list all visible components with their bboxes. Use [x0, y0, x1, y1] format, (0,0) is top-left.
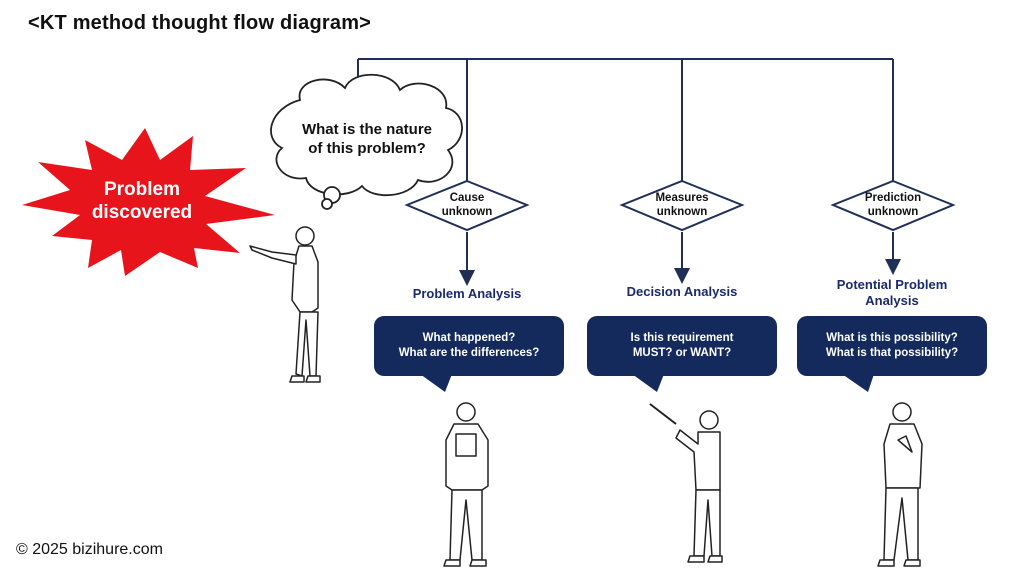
- diamond-measures: [619, 179, 745, 232]
- thought-line-2: of this problem?: [308, 140, 426, 157]
- problem-line-1: Problem: [103, 179, 181, 200]
- presenting-businessman-figure: [649, 403, 723, 563]
- page-title: <KT method thought flow diagram>: [28, 12, 372, 34]
- bubble-problem-line-2: What are the differences?: [398, 347, 540, 359]
- diamond-prediction-label: Prediction unknown: [838, 191, 948, 219]
- bubble-problem-analysis-text: What happened? What are the differences?: [381, 331, 557, 361]
- potential-problem-analysis-line-2: Analysis: [865, 293, 919, 308]
- decision-analysis-label: Decision Analysis: [587, 284, 777, 300]
- reading-businessman-figure: [443, 402, 489, 567]
- problem-discovered-label: Problem discovered: [72, 178, 212, 224]
- bubble-decision-analysis-text: Is this requirement MUST? or WANT?: [594, 331, 770, 361]
- thinking-businessman-figure: [877, 402, 923, 567]
- problem-burst: [22, 128, 275, 276]
- bubble-potential-problem-text: What is this possibility? What is that p…: [804, 331, 980, 361]
- diamond-cause-line-2: unknown: [441, 206, 493, 218]
- problem-analysis-label: Problem Analysis: [372, 286, 562, 302]
- diamond-cause-line-1: Cause: [449, 192, 485, 204]
- thought-cloud-text: What is the nature of this problem?: [282, 120, 452, 158]
- problem-analysis-line-1: Problem Analysis: [412, 286, 522, 301]
- diamond-prediction-line-1: Prediction: [864, 192, 922, 204]
- diamond-prediction-line-2: unknown: [867, 206, 919, 218]
- diamond-measures-line-1: Measures: [655, 192, 709, 204]
- potential-problem-analysis-line-1: Potential Problem: [836, 277, 948, 292]
- diamond-measures-line-2: unknown: [656, 206, 708, 218]
- bubble-decision-line-1: Is this requirement: [630, 332, 734, 344]
- diamond-measures-label: Measures unknown: [627, 191, 737, 219]
- thought-line-1: What is the nature: [301, 121, 432, 138]
- bubble-potential-line-2: What is that possibility?: [825, 347, 959, 359]
- problem-line-2: discovered: [91, 202, 193, 223]
- decision-analysis-line-1: Decision Analysis: [626, 284, 738, 299]
- bubble-problem-line-1: What happened?: [422, 332, 516, 344]
- decision-diamonds: [404, 179, 956, 232]
- thought-cloud: [270, 73, 463, 210]
- bubble-potential-line-1: What is this possibility?: [826, 332, 958, 344]
- diamond-prediction: [830, 179, 956, 232]
- speech-bubbles: [374, 316, 987, 392]
- diamond-cause: [404, 179, 530, 232]
- potential-problem-analysis-label: Potential Problem Analysis: [797, 277, 987, 309]
- pointing-businessman-figure: [249, 226, 321, 383]
- copyright-notice: © 2025 bizihure.com: [16, 541, 163, 558]
- bubble-decision-line-2: MUST? or WANT?: [632, 347, 732, 359]
- diamond-cause-label: Cause unknown: [412, 191, 522, 219]
